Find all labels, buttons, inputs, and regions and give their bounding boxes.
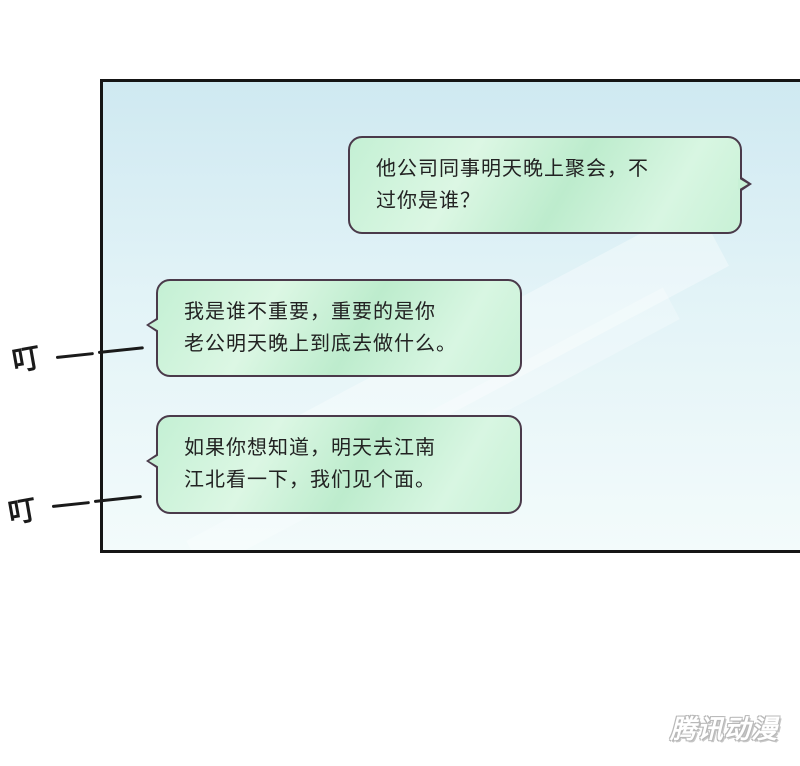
watermark-logo: 腾讯动漫 (669, 715, 778, 745)
message-bubble-sent: 他公司同事明天晚上聚会，不 过你是谁？ (348, 136, 752, 234)
message-line: 如果你想知道，明天去江南 (184, 435, 436, 459)
message-line: 我是谁不重要，重要的是你 (184, 299, 436, 323)
message-bubble-received: 如果你想知道，明天去江南 江北看一下，我们见个面。 (146, 415, 522, 514)
message-line: 老公明天晚上到底去做什么。 (184, 331, 457, 355)
message-line: 江北看一下，我们见个面。 (184, 467, 436, 491)
message-line: 他公司同事明天晚上聚会，不 (376, 156, 649, 180)
sound-dash (55, 352, 94, 359)
ding-sound-effect: 叮 (5, 492, 39, 531)
bubble-tail (146, 317, 159, 333)
bubble-tail (146, 453, 159, 469)
message-bubble-received: 我是谁不重要，重要的是你 老公明天晚上到底去做什么。 (146, 279, 522, 377)
message-line: 过你是谁？ (376, 188, 481, 212)
bubble-tail (738, 176, 752, 192)
ding-sound-effect: 叮 (9, 340, 43, 379)
sound-dash (51, 501, 90, 508)
